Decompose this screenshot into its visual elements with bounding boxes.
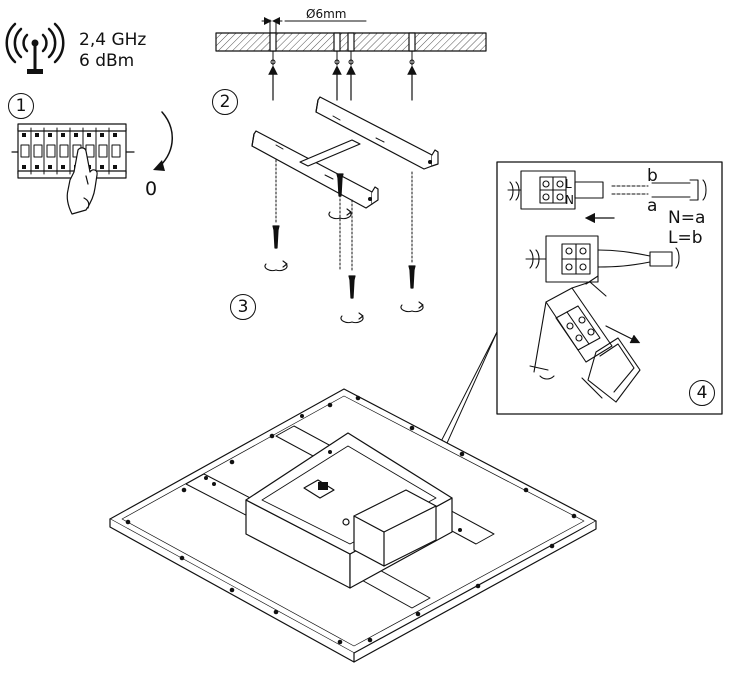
step-4-marker: 4 <box>689 380 715 406</box>
breaker-off-label: 0 <box>145 178 158 200</box>
switch-off-arrow <box>153 111 173 171</box>
radio-frequency: 2,4 GHz <box>79 30 147 50</box>
terminal-n-label: N <box>565 193 574 207</box>
terminal-block-bottom <box>529 275 641 403</box>
radio-power: 6 dBm <box>79 51 135 71</box>
driver-box <box>245 432 453 589</box>
hand-icon <box>66 147 98 215</box>
live-mapping: L=b <box>668 228 703 248</box>
neutral-mapping: N=a <box>668 208 706 228</box>
step-2-marker: 2 <box>212 89 238 115</box>
terminal-block-top <box>507 170 707 210</box>
ceiling-slab <box>215 32 487 101</box>
wiring-detail-box <box>496 161 723 415</box>
diameter-dimension <box>261 17 367 34</box>
circuit-breaker-panel <box>11 123 135 179</box>
mounting-bracket <box>251 96 439 209</box>
wire-b-label: b <box>647 166 658 186</box>
step-3-marker: 3 <box>230 294 256 320</box>
terminal-l-label: L <box>565 177 572 191</box>
step-1-marker: 1 <box>8 93 34 119</box>
wire-a-label: a <box>647 196 658 216</box>
screw-set <box>264 159 424 324</box>
antenna-icon <box>5 22 65 74</box>
led-panel <box>109 388 597 663</box>
terminal-block-middle <box>525 235 680 283</box>
drill-diameter-label: Ø6mm <box>306 7 347 21</box>
